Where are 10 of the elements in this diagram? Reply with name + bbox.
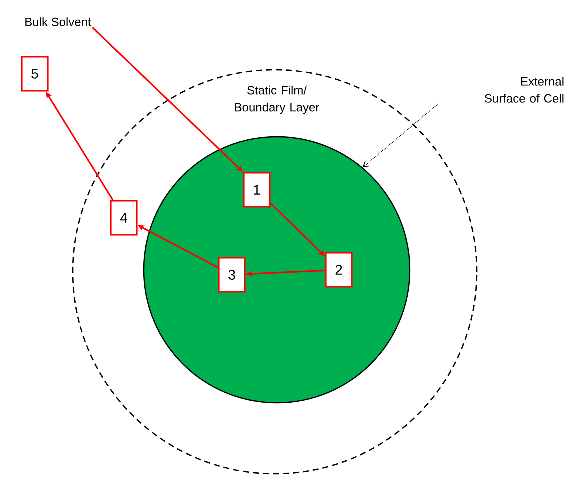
region-label: Bulk Solvent — [26, 18, 92, 26]
leader-line — [362, 104, 439, 168]
step-box: 2 — [325, 252, 353, 288]
step-box: 5 — [21, 56, 49, 92]
step-box: 3 — [218, 257, 246, 293]
step-box: 1 — [243, 172, 271, 208]
cell-circle — [143, 136, 411, 404]
step-box: 4 — [110, 200, 138, 236]
callout-text: External Surface of Cell — [485, 77, 564, 103]
region-label: Static Film/ Boundary Layer — [235, 86, 320, 114]
